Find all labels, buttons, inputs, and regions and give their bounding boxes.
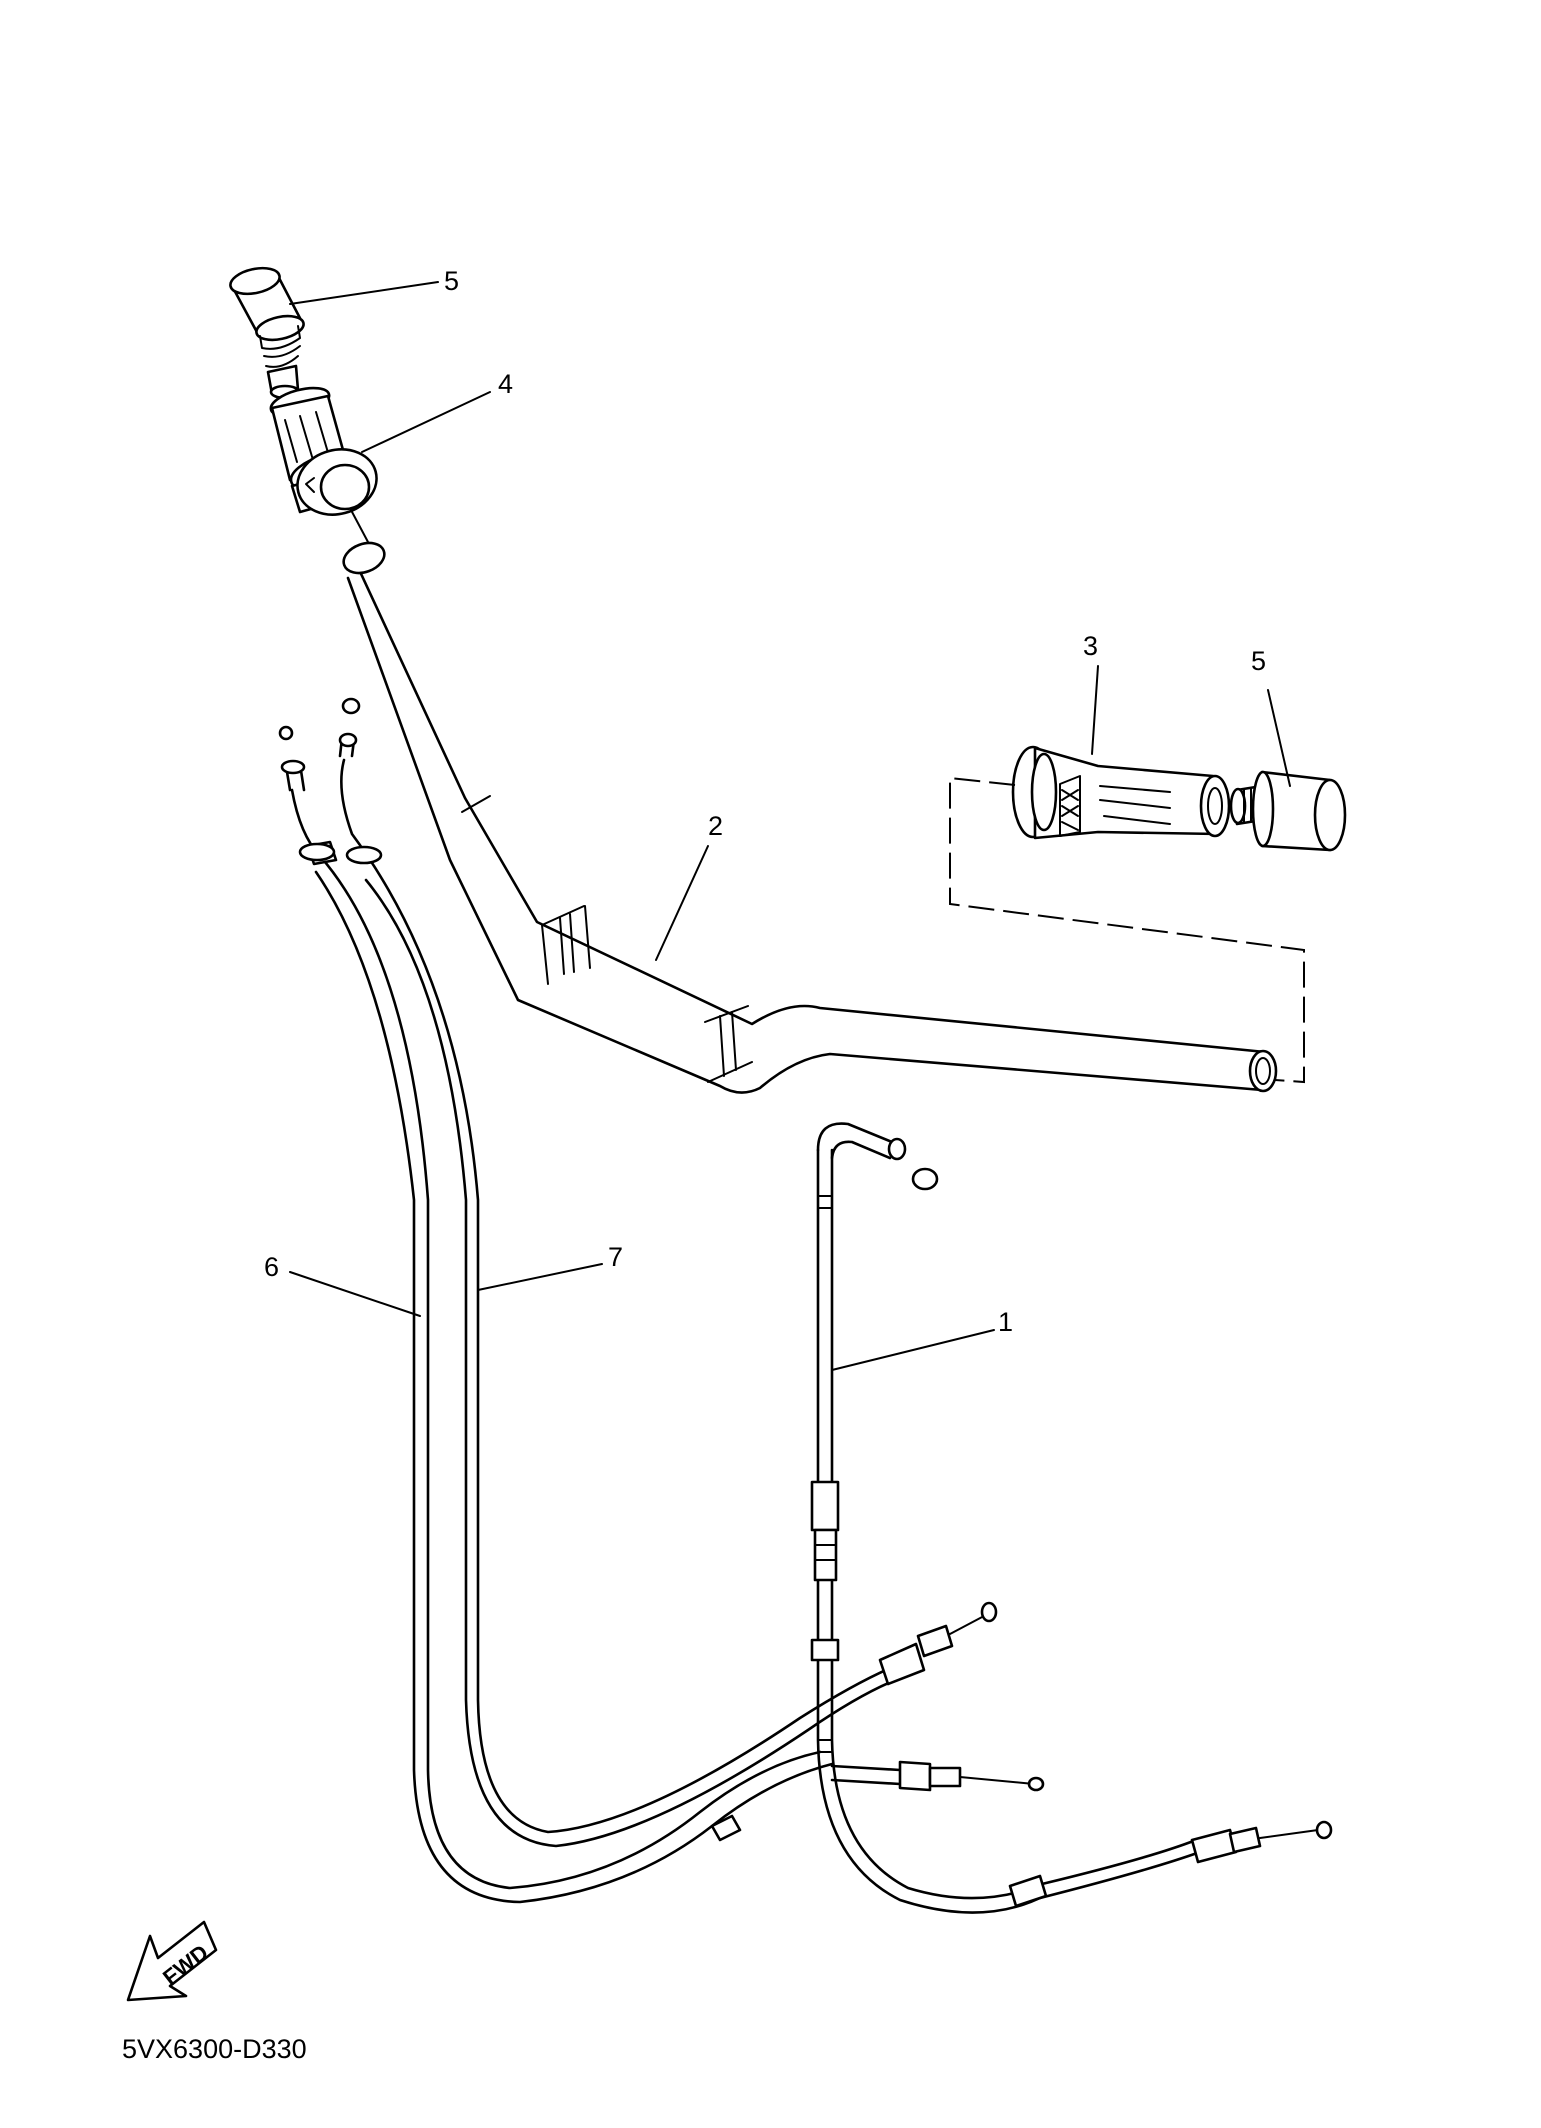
- bar-end-weight-lower: [1229, 770, 1347, 852]
- throttle-grip: [269, 386, 378, 516]
- assembly-dashed-box: [949, 776, 1305, 1084]
- cable-1: [810, 1122, 1333, 1914]
- leader-3: [1091, 665, 1099, 755]
- leader-5-upper: [289, 281, 439, 305]
- leader-6: [289, 1271, 421, 1317]
- callout-6: 6: [264, 1252, 279, 1282]
- diagram-code: 5VX6300-D330: [122, 2034, 307, 2064]
- leader-7: [477, 1263, 603, 1291]
- callout-1: 1: [998, 1307, 1013, 1337]
- handlebar: [342, 541, 1278, 1094]
- assembly-axis-line: [350, 509, 369, 543]
- cable-6: [278, 725, 834, 1904]
- leader-5-lower: [1267, 689, 1291, 787]
- callout-3: 3: [1083, 631, 1098, 661]
- cable-7: [338, 697, 908, 1848]
- callout-7: 7: [608, 1242, 623, 1272]
- leader-4: [361, 391, 491, 453]
- callout-5-upper: 5: [444, 266, 459, 296]
- callout-4: 4: [498, 369, 513, 399]
- leader-2: [655, 845, 709, 961]
- callout-5-lower: 5: [1251, 646, 1266, 676]
- left-grip: [1011, 745, 1231, 840]
- callout-2: 2: [708, 811, 723, 841]
- bar-end-weight-upper: [229, 266, 305, 400]
- leader-lines: [289, 281, 1291, 1371]
- fwd-arrow-icon: FWD: [126, 1920, 218, 2002]
- leader-1: [831, 1329, 995, 1371]
